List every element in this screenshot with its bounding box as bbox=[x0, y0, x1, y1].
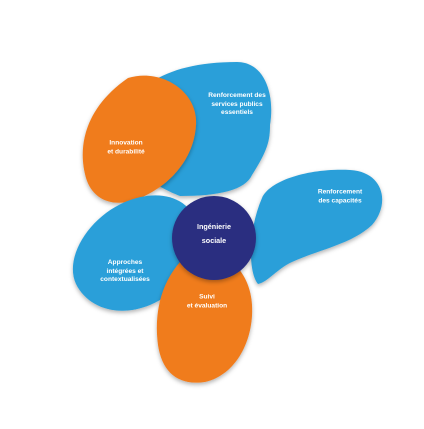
petal-bottom-label: Suivi et évaluation bbox=[186, 293, 228, 309]
petal-top-label: Renforcement des services publics essent… bbox=[208, 92, 266, 117]
petal-top-left bbox=[82, 75, 197, 203]
petal-right-label: Renforcement des capacités bbox=[317, 188, 363, 204]
petal-left-label: Approches intégrées et contextualisées bbox=[100, 259, 150, 284]
center-label: Ingénierie sociale bbox=[197, 222, 231, 245]
petal-bottom bbox=[156, 250, 253, 383]
center-circle bbox=[172, 196, 256, 280]
petal-top-left-label: Innovation et durabilité bbox=[107, 139, 145, 155]
petal-right bbox=[250, 169, 383, 284]
